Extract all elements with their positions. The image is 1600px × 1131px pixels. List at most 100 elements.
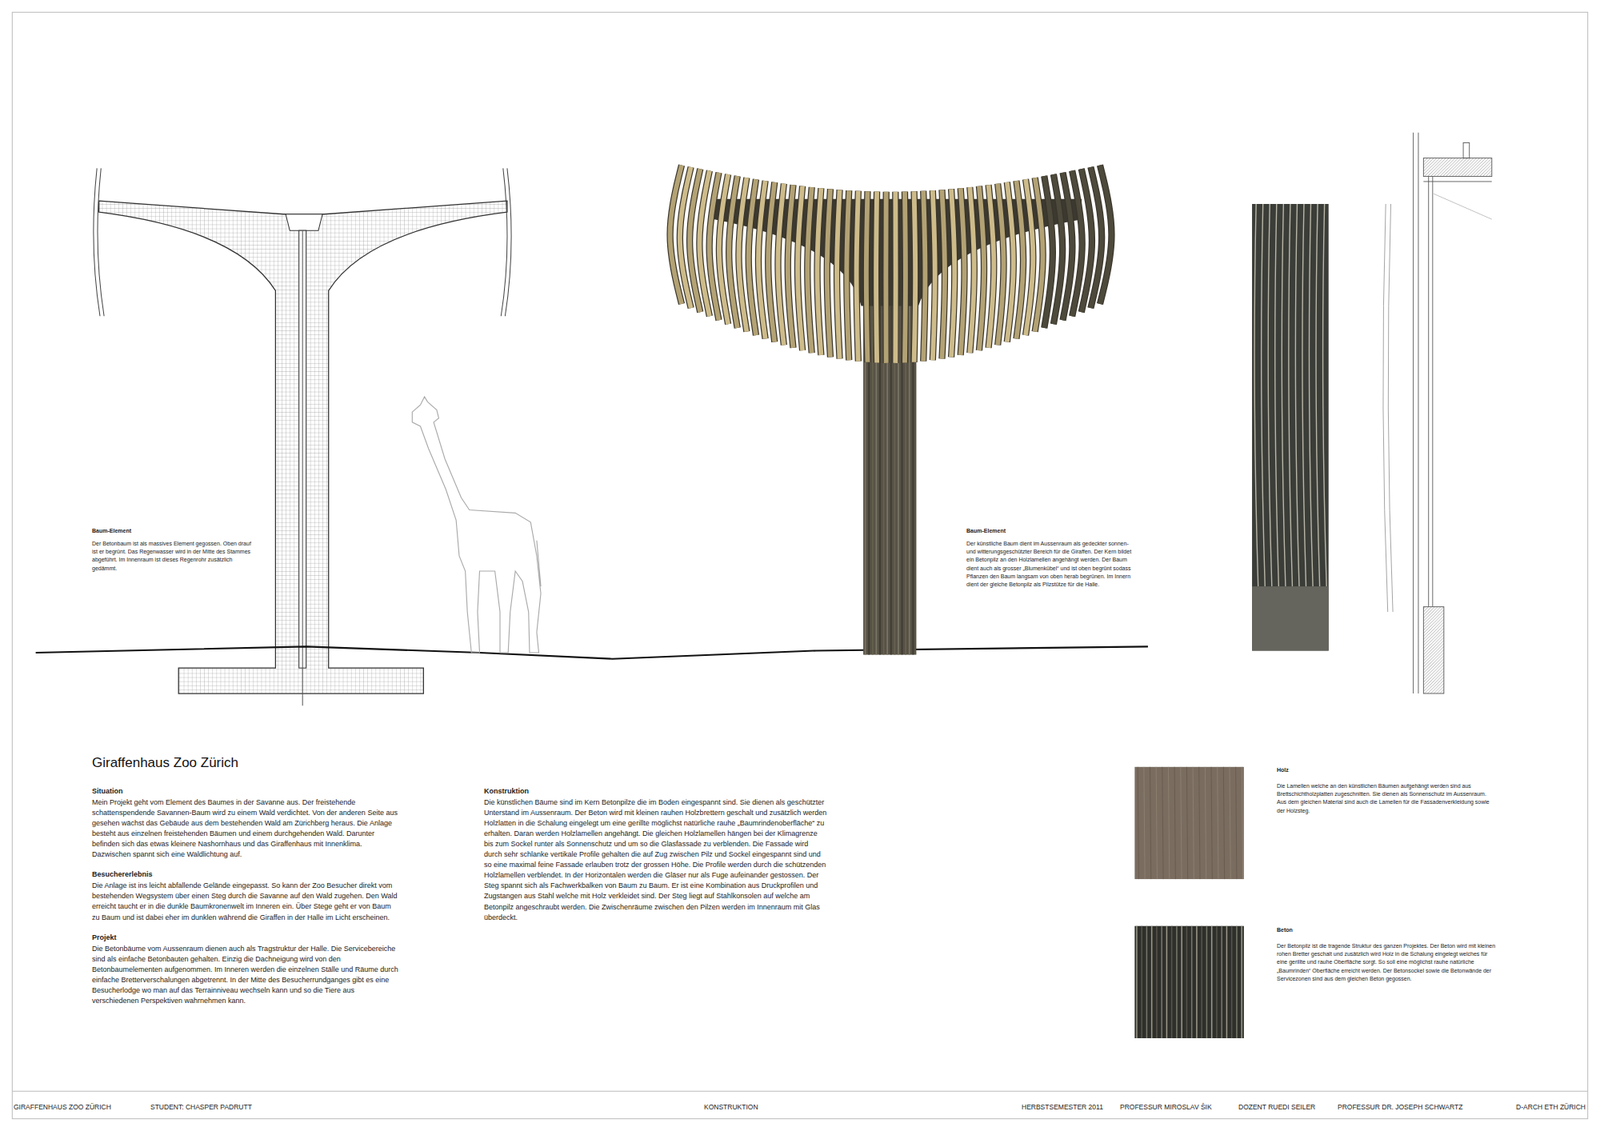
facade-slat [1268, 204, 1272, 587]
wood-slat [738, 177, 747, 332]
board-title: Giraffenhaus Zoo Zürich [92, 755, 239, 772]
footer-text: PROFESSUR DR. JOSEPH SCHWARTZ [1337, 1102, 1463, 1112]
wood-slat [1053, 174, 1063, 324]
slat-shadow [932, 190, 936, 360]
section-text: Die Anlage ist ins leicht abfallende Gel… [92, 880, 400, 923]
slat-shadow [1007, 182, 1014, 343]
slat-shadow [817, 188, 822, 356]
footer-text: STUDENT: CHASPER PADRUTT [150, 1102, 252, 1112]
wood-slat [1100, 165, 1112, 304]
concrete-grain [1151, 926, 1153, 1039]
concrete-grain [1171, 926, 1173, 1039]
wood-slat [1035, 177, 1044, 332]
wood-slat [988, 184, 995, 348]
wood-slat [797, 186, 803, 352]
wood-slat [923, 191, 925, 362]
slat-shadow [788, 184, 794, 348]
slat-shadow [777, 184, 784, 346]
bark-stripe [872, 306, 874, 656]
caption-text: Der künstliche Baum dient im Aussenraum … [966, 540, 1135, 589]
wood-slat [941, 189, 945, 359]
wood-grain [1204, 767, 1206, 880]
wood-slat [1044, 176, 1053, 328]
section-text: Die künstlichen Bäume sind im Kern Beton… [484, 797, 828, 924]
footer-text: HERBSTSEMESTER 2011 [1021, 1102, 1104, 1112]
footer-text: PROFESSUR MIROSLAV ŠIK [1120, 1102, 1212, 1112]
wood-grain [1156, 767, 1157, 880]
wood-slat [807, 187, 812, 353]
wood-slat [777, 184, 784, 346]
facade-photo [1252, 204, 1329, 651]
material-heading: Beton [1276, 926, 1497, 935]
tree-section [93, 168, 512, 706]
wood-slat [997, 184, 1004, 346]
concrete-grain [1186, 926, 1188, 1039]
slat-shadow [1016, 180, 1024, 339]
slat-shadow [758, 180, 766, 339]
wood-slat [1016, 180, 1024, 339]
facade-slat [1323, 204, 1328, 587]
slat-shadow [914, 191, 916, 363]
wood-grain [1150, 767, 1152, 880]
slat-shadow [856, 191, 859, 362]
wood-slat [836, 189, 840, 359]
wood-grain [1186, 767, 1188, 880]
wood-slat [728, 176, 738, 328]
facade-slat [1302, 204, 1307, 587]
wood-slat [856, 191, 859, 362]
wood-grain [1236, 767, 1237, 880]
concrete-grain [1191, 926, 1193, 1039]
slat-shadow [1035, 177, 1044, 332]
wood-slat [758, 180, 766, 339]
slat-shadow [923, 191, 925, 362]
slat-shadow [1025, 179, 1033, 336]
facade-slat [1288, 204, 1293, 587]
wood-slat [1072, 170, 1083, 316]
concrete-grain [1226, 926, 1228, 1039]
concrete-grain [1206, 926, 1208, 1039]
footer-text: DOZENT RUEDI SEILER [1238, 1102, 1316, 1112]
wood-slat [969, 187, 974, 353]
slat-shadow [1044, 176, 1053, 328]
facade-slat [1254, 204, 1259, 587]
concrete-grain [1166, 926, 1168, 1039]
wood-slat [914, 191, 916, 363]
facade-slat [1281, 204, 1286, 587]
wood-slat [788, 184, 794, 348]
concrete-grain [1196, 926, 1198, 1039]
section-heading: Projekt [92, 932, 400, 944]
wood-slat [1063, 172, 1073, 321]
facade-slat [1295, 204, 1300, 587]
section-heading: Situation [92, 786, 400, 797]
wood-slat [892, 192, 898, 364]
wood-slat [873, 192, 880, 364]
facade-slat [1261, 204, 1266, 587]
concrete-grain [1156, 926, 1158, 1039]
wood-grain [1168, 767, 1169, 880]
wood-slat [827, 188, 831, 357]
concrete-grain [1136, 926, 1138, 1039]
footer-rule [12, 1091, 1588, 1092]
facade-slat [1316, 204, 1320, 587]
wood-grain [1162, 767, 1164, 880]
wood-grain [1137, 767, 1139, 880]
slat-shadow [892, 192, 900, 364]
wood-slat [768, 182, 775, 343]
wood-slat [748, 179, 756, 336]
concrete-sample [1134, 926, 1244, 1039]
concrete-grain [1231, 926, 1233, 1039]
section-text: Mein Projekt geht vom Element des Baumes… [92, 797, 400, 860]
wood-slat [1007, 182, 1014, 343]
slat-shadow [969, 187, 974, 353]
ground-line [36, 646, 1148, 659]
wood-slat [883, 192, 888, 364]
concrete-grain [1140, 926, 1143, 1039]
wood-slat [932, 190, 936, 360]
wood-grain [1223, 767, 1224, 880]
footer-text: D-ARCH ETH ZÜRICH [1516, 1102, 1586, 1112]
slat-shadow [807, 187, 812, 353]
concrete-grain [1211, 926, 1213, 1039]
concrete-grain [1180, 926, 1183, 1039]
page-frame [12, 12, 1588, 1119]
concrete-grain [1240, 926, 1243, 1039]
